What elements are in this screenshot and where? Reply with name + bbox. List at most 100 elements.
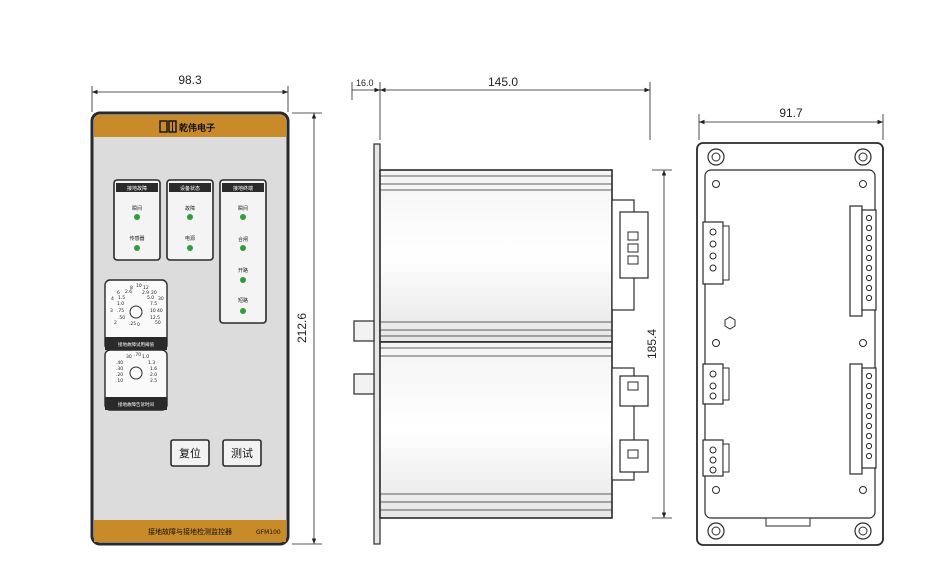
dial-tick: 10 [150, 308, 156, 314]
side-terminal-upper [611, 199, 649, 311]
rear-plate [696, 142, 884, 546]
reset-button[interactable]: 复位 [170, 439, 210, 467]
panel-title: 接地终端 [233, 185, 253, 192]
rear-width-label: 91.7 [779, 106, 803, 120]
side-height-dimension: 185.4 [645, 169, 672, 519]
rear-bottom-tab [765, 517, 811, 527]
dial-tick: 5.0 [147, 295, 154, 301]
mount-hole [859, 486, 867, 494]
dial-tick: 10 [136, 283, 142, 289]
test-button-label: 测试 [231, 447, 253, 460]
dial-tick: .40 [116, 360, 123, 366]
dial-tick: .20 [116, 372, 123, 378]
rotary-knob[interactable] [129, 366, 143, 380]
dial-tick: .25 [129, 321, 136, 327]
dial-tick: 2.9 [142, 290, 149, 296]
led-label: 瞬间 [132, 205, 142, 212]
faceplate-edge [373, 143, 381, 545]
side-height-label: 185.4 [645, 329, 659, 359]
dial-tick: 12 [143, 285, 149, 291]
dial-tick: 6 [117, 290, 120, 296]
led-indicator [240, 277, 246, 283]
led-label: 电源 [185, 235, 195, 242]
dial-tick: 1.6 [150, 366, 157, 372]
led-indicator [240, 214, 246, 220]
dial-tick: 3 [110, 308, 113, 314]
dial-tick: 1.5 [118, 295, 125, 301]
mount-hole [859, 180, 867, 188]
knob-profile [353, 320, 375, 342]
dial-tick: 30 [126, 354, 132, 360]
model-number: GFM100 [256, 529, 281, 536]
front-width-dimension: 98.3 [91, 73, 289, 112]
led-label: 短路 [238, 297, 248, 304]
dial-tick: .75 [117, 308, 124, 314]
dial-tick: 2.5 [150, 378, 157, 384]
front-view: 98.3 212.6 乾伟电子 接地故障 瞬间 传感器 [90, 73, 322, 546]
dial-tick: 1.0 [142, 354, 149, 360]
rear-view: 91.7 [696, 106, 884, 546]
dial-tick: 2.0 [150, 372, 157, 378]
dial-tick: 4 [111, 296, 114, 302]
dial-caption: 接地故障试用阈值 [118, 341, 154, 348]
led-indicator [240, 308, 246, 314]
brand-name: 乾伟电子 [179, 122, 215, 134]
panel-title: 接地故障 [127, 185, 147, 192]
panel-ground-fault: 接地故障 瞬间 传感器 [113, 179, 161, 261]
test-button[interactable]: 测试 [222, 439, 262, 467]
dial-tick: .30 [116, 366, 123, 372]
panel-device-status: 设备状态 故障 电源 [166, 179, 214, 261]
side-depth-label: 145.0 [488, 75, 518, 89]
panel-ground-terminal: 接地终端 瞬间 合闸 开路 短路 [219, 179, 267, 324]
dial-tick: 50 [155, 320, 161, 326]
dial-alarm-time: 接地故障告诉时间 30 .70 1.0 .40 1.3 .30 1.6 .20 … [104, 349, 168, 411]
led-indicator [134, 214, 140, 220]
device-description: 接地故障与接地检测监控器 [148, 527, 232, 536]
upper-housing [379, 169, 613, 343]
led-label: 故障 [185, 205, 195, 212]
dial-tick: 2.6 [125, 289, 132, 295]
led-label: 开路 [238, 267, 248, 274]
dial-tick: 2 [114, 320, 117, 326]
hex-nut [724, 316, 736, 330]
dial-tick: 40 [157, 308, 163, 314]
rear-terminal-block [702, 439, 730, 477]
mount-hole [859, 339, 867, 347]
led-label: 传感器 [129, 235, 144, 242]
side-depth-dimensions: 16.0 145.0 [351, 75, 651, 140]
rotary-knob[interactable] [129, 305, 143, 319]
corner-screw [854, 148, 872, 166]
side-view: 16.0 145.0 185.4 [351, 75, 672, 545]
dial-tick: 8 [130, 285, 133, 291]
led-indicator [187, 214, 193, 220]
led-indicator [187, 245, 193, 251]
brand-logo: 乾伟电子 [159, 120, 215, 134]
reset-button-label: 复位 [179, 446, 201, 460]
front-height-label: 212.6 [295, 313, 309, 343]
dial-tick: .70 [134, 352, 141, 358]
dial-tick: 0 [137, 322, 140, 328]
panel-title: 设备状态 [180, 185, 200, 192]
rear-terminal-block [702, 363, 730, 405]
rear-terminal-strip [849, 205, 877, 317]
dial-tick: 1.0 [117, 301, 124, 307]
dial-tick: 30 [158, 296, 164, 302]
mount-hole [712, 486, 720, 494]
lower-housing [379, 341, 613, 519]
rear-terminal-block [702, 221, 730, 285]
dial-tick: 7.5 [150, 301, 157, 307]
dial-tick: .50 [118, 315, 125, 321]
rear-width-dimension: 91.7 [698, 106, 884, 140]
led-indicator [240, 245, 246, 251]
knob-profile [353, 373, 375, 395]
corner-screw [707, 148, 725, 166]
dial-tick: 1.3 [148, 360, 155, 366]
led-label: 瞬间 [238, 205, 248, 212]
side-terminal-lower [611, 367, 649, 481]
dial-tick: 20 [151, 290, 157, 296]
led-indicator [134, 245, 140, 251]
dial-threshold: 接地故障试用阈值 8 10 12 6 2.6 2.9 20 4 1.5 5.0 … [104, 279, 168, 351]
corner-screw [707, 522, 725, 540]
front-height-dimension: 212.6 [292, 112, 322, 545]
front-width-label: 98.3 [178, 73, 202, 87]
